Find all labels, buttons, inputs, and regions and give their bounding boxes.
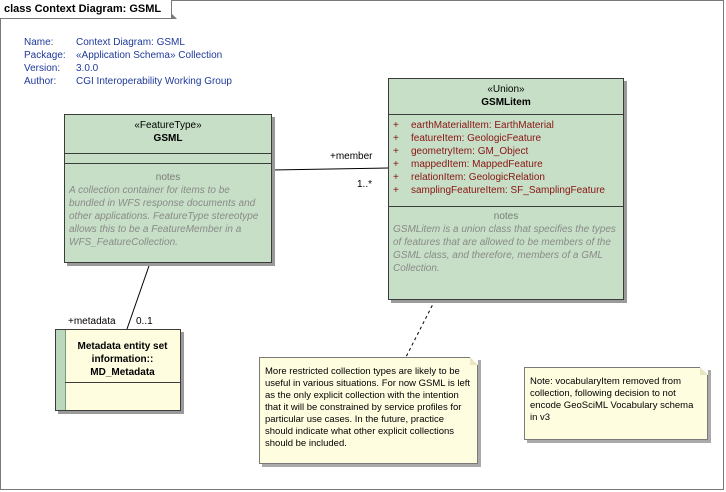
notes-text: A collection container for items to be b… [69,185,259,248]
meta-value: 3.0.0 [76,63,99,74]
meta-value: CGI Interoperability Working Group [76,76,232,87]
note-fold-corner [470,357,478,365]
attribute-text: mappedItem: MappedFeature [411,159,543,170]
note-anchor-line[interactable] [405,299,436,358]
attribute-text: geometryItem: GM_Object [411,146,529,157]
meta-row-package: Package: «Application Schema» Collection [24,49,232,62]
attribute-text: featureItem: GeologicFeature [411,133,542,144]
meta-key: Author: [24,76,57,87]
attribute-row[interactable]: + featureItem: GeologicFeature [389,132,623,145]
note-text: Note: vocabularyItem removed from collec… [530,376,694,423]
divider [65,153,271,154]
class-name: GSML [153,133,183,144]
metadata-role-label: +metadata [68,316,116,327]
visibility-marker: + [393,159,399,170]
class-name: GSMLitem [481,97,531,108]
divider [65,382,180,383]
diagram-metadata: Name: Context Diagram: GSML Package: «Ap… [24,36,232,88]
visibility-marker: + [393,133,399,144]
visibility-marker: + [393,172,399,183]
member-role-label: +member [330,151,373,162]
visibility-marker: + [393,146,399,157]
meta-row-name: Name: Context Diagram: GSML [24,36,232,49]
gsml-notes-section: notes A collection container for items t… [65,172,271,249]
attribute-text: samplingFeatureItem: SF_SamplingFeature [411,185,605,196]
meta-row-version: Version: 3.0.0 [24,62,232,75]
divider [389,114,623,115]
attribute-row[interactable]: + samplingFeatureItem: SF_SamplingFeature [389,184,623,197]
gsmlitem-class[interactable]: «Union» GSMLitem + earthMaterialItem: Ear… [388,78,624,300]
meta-key: Version: [24,63,61,74]
visibility-marker: + [393,120,399,131]
meta-key: Package: [24,50,66,61]
attribute-text: earthMaterialItem: EarthMaterial [411,120,554,131]
attribute-list: + earthMaterialItem: EarthMaterial + featu… [389,119,623,197]
member-multiplicity-label: 1..* [357,179,373,190]
gsml-class-header: «FeatureType» GSML [65,115,271,145]
attribute-row[interactable]: + earthMaterialItem: EarthMaterial [389,119,623,132]
title-line: information:: [91,354,154,365]
member-association-line[interactable] [271,167,389,171]
title-line: Metadata entity set [77,341,168,352]
divider [65,163,271,164]
attribute-row[interactable]: + mappedItem: MappedFeature [389,158,623,171]
visibility-marker: + [393,185,399,196]
meta-row-author: Author: CGI Interoperability Working Gro… [24,75,232,88]
note-fold-corner [700,367,708,375]
vocabulary-note[interactable]: Note: vocabularyItem removed from collec… [524,367,708,440]
meta-key: Name: [24,37,54,48]
class-side-bar [56,330,66,410]
notes-title: notes [155,172,181,183]
md-metadata-title: Metadata entity set information:: MD_Met… [65,340,180,379]
gsmlitem-notes-section: notes GSMLitem is a union class that spe… [389,211,623,275]
note-text: More restricted collection types are lik… [265,366,471,449]
attribute-row[interactable]: + relationItem: GeologicRelation [389,171,623,184]
md-metadata-class[interactable]: Metadata entity set information:: MD_Met… [55,329,181,411]
gsml-class[interactable]: «FeatureType» GSML notes A collection co… [64,114,272,263]
gsmlitem-class-header: «Union» GSMLitem [389,79,623,109]
attribute-text: relationItem: GeologicRelation [411,172,545,183]
meta-value: Context Diagram: GSML [76,37,185,48]
metadata-association-line[interactable] [126,262,151,330]
notes-text: GSMLitem is a union class that specifies… [393,224,616,274]
collection-note[interactable]: More restricted collection types are lik… [259,357,478,464]
notes-title: notes [493,211,519,222]
divider [389,206,623,207]
stereotype-label: «FeatureType» [134,120,202,131]
stereotype-label: «Union» [487,84,525,95]
metadata-multiplicity-label: 0..1 [136,316,153,327]
title-line: MD_Metadata [90,367,155,378]
attribute-row[interactable]: + geometryItem: GM_Object [389,145,623,158]
frame-title: class Context Diagram: GSML [0,0,178,19]
meta-value: «Application Schema» Collection [76,50,223,61]
